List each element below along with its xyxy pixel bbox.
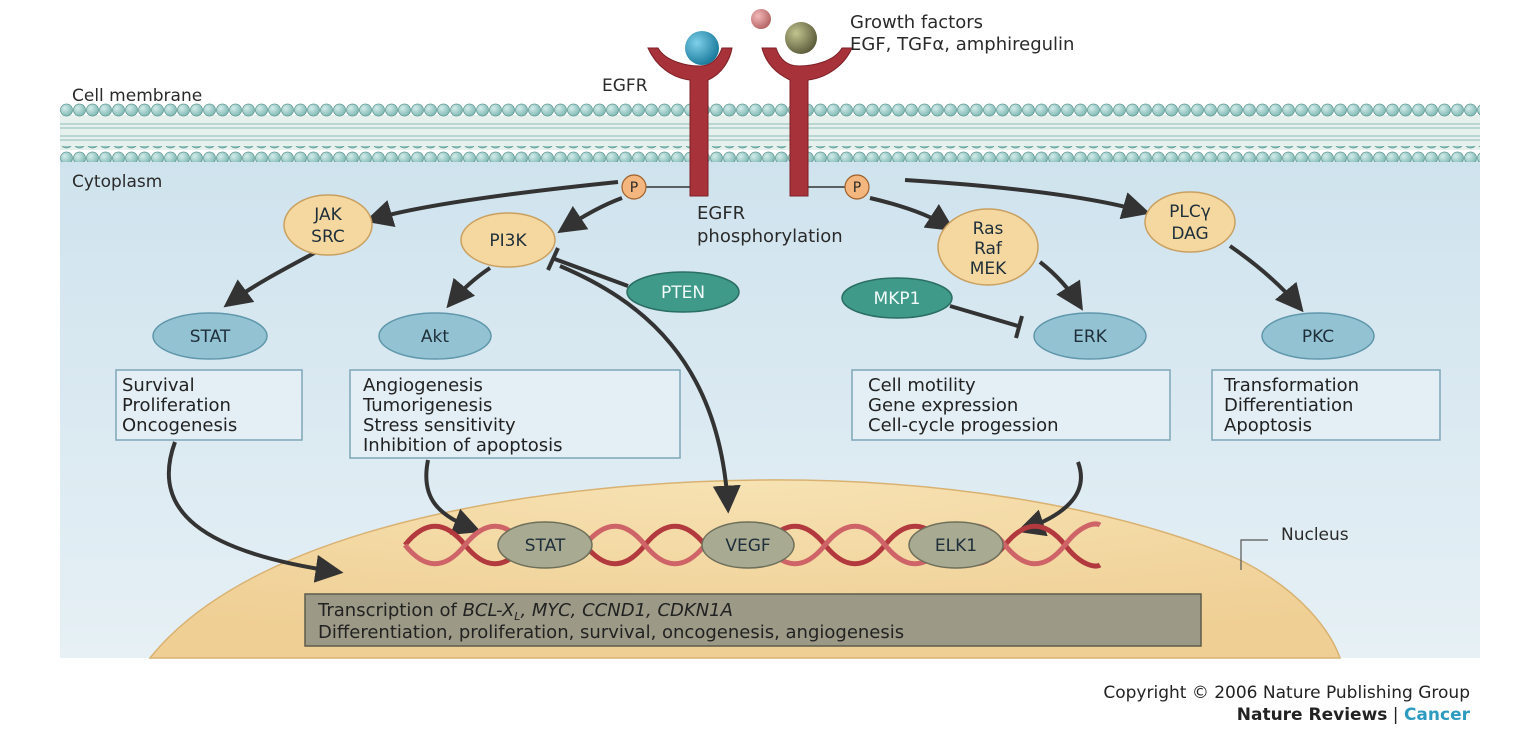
svg-text:SRC: SRC [311, 227, 345, 247]
node-pten: PTEN [626, 271, 740, 313]
box-erk-effects: Cell motility Gene expression Cell-cycle… [851, 369, 1171, 441]
nucleus-label: Nucleus [1281, 525, 1349, 545]
nucleus-callout-line [1240, 539, 1268, 570]
svg-text:Cell motility: Cell motility [868, 375, 976, 396]
nuclear-elk1: ELK1 [908, 521, 1004, 569]
svg-text:Survival: Survival [122, 375, 195, 396]
svg-text:VEGF: VEGF [725, 536, 770, 556]
node-akt: Akt [378, 312, 492, 360]
arrow-p-to-jak [364, 180, 619, 227]
inhibition-lines [546, 247, 1024, 339]
arrow-plc-to-pkc [1228, 244, 1304, 313]
cell-membrane-label: Cell membrane [72, 86, 202, 106]
svg-text:Oncogenesis: Oncogenesis [122, 415, 237, 436]
phosphate-left: P [621, 174, 690, 200]
svg-text:Gene expression: Gene expression [868, 395, 1018, 416]
svg-text:Ras: Ras [973, 219, 1004, 239]
box-pkc-effects: Transformation Differentiation Apoptosis [1211, 369, 1441, 441]
phosphorylation-label-1: EGFR [697, 203, 745, 224]
node-pi3k: PI3K [460, 212, 556, 268]
nuclear-vegf: VEGF [701, 521, 795, 569]
arrow-p-to-pi3k [557, 196, 623, 234]
transcription-line-1: Transcription of BCL-XL, MYC, CCND1, CDK… [317, 600, 733, 623]
svg-text:Tumorigenesis: Tumorigenesis [362, 395, 492, 416]
svg-text:JAK: JAK [313, 205, 342, 225]
arrow-pi3k-to-akt [446, 266, 492, 309]
arrow-pi3k-to-vegf [559, 264, 741, 514]
svg-text:Angiogenesis: Angiogenesis [363, 375, 483, 396]
svg-text:MKP1: MKP1 [874, 289, 921, 309]
svg-text:Raf: Raf [974, 239, 1003, 259]
arrow-p-to-plc [904, 178, 1151, 220]
svg-text:PKC: PKC [1302, 327, 1334, 347]
growth-factor-olive-icon [785, 22, 817, 54]
box-stat-effects: Survival Proliferation Oncogenesis [115, 369, 303, 441]
svg-text:Stress sensitivity: Stress sensitivity [363, 415, 516, 436]
svg-text:Apoptosis: Apoptosis [1224, 415, 1312, 436]
growth-factors-list: EGF, TGFα, amphiregulin [850, 34, 1074, 55]
box-akt-effects: Angiogenesis Tumorigenesis Stress sensit… [349, 369, 681, 459]
svg-text:PTEN: PTEN [661, 283, 705, 303]
svg-text:PI3K: PI3K [489, 231, 527, 251]
svg-text:Proliferation: Proliferation [122, 395, 231, 416]
svg-text:Cell-cycle progession: Cell-cycle progession [868, 415, 1059, 436]
svg-text:DAG: DAG [1171, 224, 1208, 244]
svg-text:Transformation: Transformation [1223, 375, 1359, 396]
svg-text:Inhibition of apoptosis: Inhibition of apoptosis [363, 435, 563, 456]
growth-factor-blue-icon [685, 31, 719, 65]
cell-membrane-bilayer [60, 102, 1480, 162]
phosphate-left-label: P [630, 180, 638, 196]
node-ras-raf-mek: Ras Raf MEK [937, 208, 1039, 286]
phosphorylation-label-2: phosphorylation [697, 226, 843, 247]
node-stat: STAT [152, 312, 268, 360]
svg-text:MEK: MEK [970, 259, 1007, 279]
node-pkc: PKC [1261, 312, 1375, 360]
svg-text:ERK: ERK [1073, 327, 1108, 347]
phosphate-right: P [808, 174, 870, 200]
node-erk: ERK [1033, 312, 1147, 360]
journal-credit: Nature Reviews | Cancer [1237, 705, 1471, 725]
nuclear-stat: STAT [497, 521, 593, 569]
cytoplasm-label: Cytoplasm [72, 172, 162, 192]
pathway-arrows [166, 178, 1304, 583]
svg-text:Differentiation: Differentiation [1224, 395, 1353, 416]
growth-factor-pink-icon [751, 9, 771, 29]
arrow-p-to-ras [869, 196, 955, 232]
arrow-jak-to-stat [223, 248, 321, 308]
node-plc-dag: PLCγ DAG [1144, 191, 1236, 253]
svg-text:ELK1: ELK1 [935, 536, 977, 556]
arrow-ras-to-erk [1038, 260, 1083, 311]
transcription-line-2: Differentiation, proliferation, survival… [318, 622, 904, 643]
growth-factors-title: Growth factors [850, 12, 983, 33]
node-mkp1: MKP1 [841, 277, 953, 319]
egfr-receptors [647, 47, 853, 197]
copyright-text: Copyright © 2006 Nature Publishing Group [1103, 683, 1470, 703]
svg-text:STAT: STAT [525, 536, 566, 556]
svg-text:Akt: Akt [421, 327, 449, 347]
phosphate-right-label: P [853, 180, 861, 196]
egfr-label: EGFR [602, 76, 648, 96]
node-jak-src: JAK SRC [283, 194, 373, 256]
arrow-akt-box-to-nucleus [424, 459, 482, 535]
svg-text:STAT: STAT [190, 327, 231, 347]
arrow-stat-box-to-nucleus [166, 441, 344, 583]
svg-text:PLCγ: PLCγ [1169, 202, 1211, 222]
transcription-box: Transcription of BCL-XL, MYC, CCND1, CDK… [304, 593, 1202, 647]
